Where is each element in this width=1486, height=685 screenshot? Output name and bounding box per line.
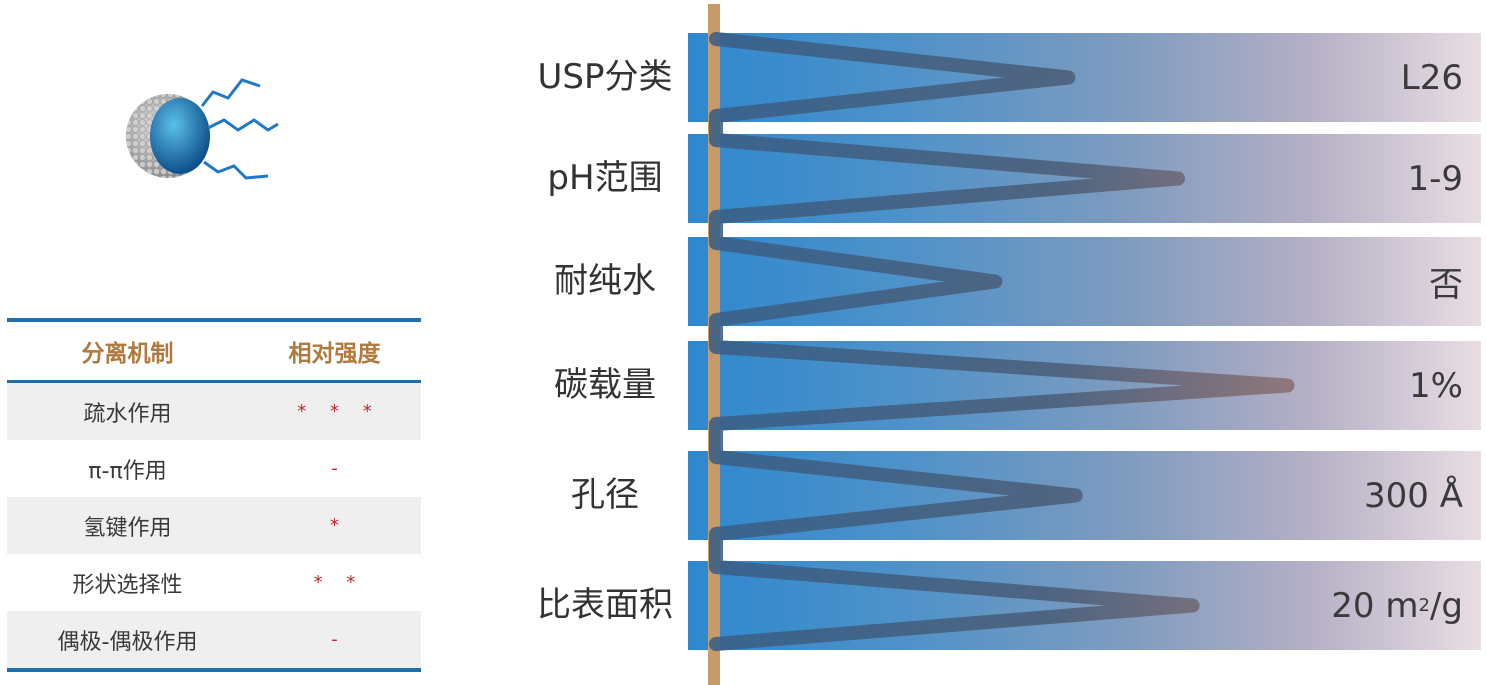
strength-cell: * * [313,572,365,593]
value-main: 20 m [1331,585,1419,626]
header-mechanism: 分离机制 [81,341,174,367]
mechanism-cell: π-π作用 [88,458,167,484]
spec-label: USP分类 [537,57,673,97]
header-strength: 相对强度 [288,341,381,367]
mechanism-table: 分离机制 相对强度 疏水作用 * * * π-π作用 - 氢键作用 * 形状选择… [7,318,421,672]
spec-value: 1-9 [1407,158,1463,199]
mechanism-cell: 氢键作用 [83,515,172,541]
spec-label: pH范围 [547,158,663,198]
spec-value: 否 [1429,265,1463,305]
table-header: 分离机制 相对强度 [7,322,421,383]
spec-band: 1% [688,341,1481,430]
spec-label: 比表面积 [537,585,673,625]
mechanism-cell: 偶极-偶极作用 [57,629,198,655]
spec-band: 1-9 [688,134,1481,223]
silica-particle-icon [126,78,279,180]
spec-band: 否 [688,237,1481,326]
strength-cell: - [331,629,347,650]
mechanism-cell: 疏水作用 [83,401,172,427]
value-unit: /g [1429,585,1463,626]
table-row: 形状选择性 * * [7,554,421,611]
spec-band: 300 Å [688,451,1481,540]
spec-label: 耐纯水 [554,261,656,301]
spec-band: L26 [688,33,1481,122]
strength-cell: * * * [297,401,381,422]
spec-row-ph: 1-9 pH范围 [0,134,1486,223]
spec-label: 孔径 [571,475,639,515]
pole-divider [708,4,720,685]
strength-cell: * [330,515,348,536]
spec-row-water: 否 耐纯水 [0,237,1486,326]
spec-row-usp: L26 USP分类 [0,33,1486,122]
table-row: 偶极-偶极作用 - [7,611,421,668]
spec-value: 300 Å [1364,475,1463,516]
spec-label: 碳载量 [554,365,656,405]
table-body: 疏水作用 * * * π-π作用 - 氢键作用 * 形状选择性 * * 偶极-偶… [7,383,421,668]
table-row: 氢键作用 * [7,497,421,554]
value-superscript: 2 [1418,595,1430,616]
spec-value: 1% [1409,365,1463,406]
spec-value: L26 [1400,57,1463,98]
spec-row-pore: 300 Å 孔径 [0,451,1486,540]
table-row: 疏水作用 * * * [7,383,421,440]
spec-row-carbon: 1% 碳载量 [0,341,1486,430]
mechanism-cell: 形状选择性 [72,572,183,598]
table-row: π-π作用 - [7,440,421,497]
strength-cell: - [331,458,347,479]
